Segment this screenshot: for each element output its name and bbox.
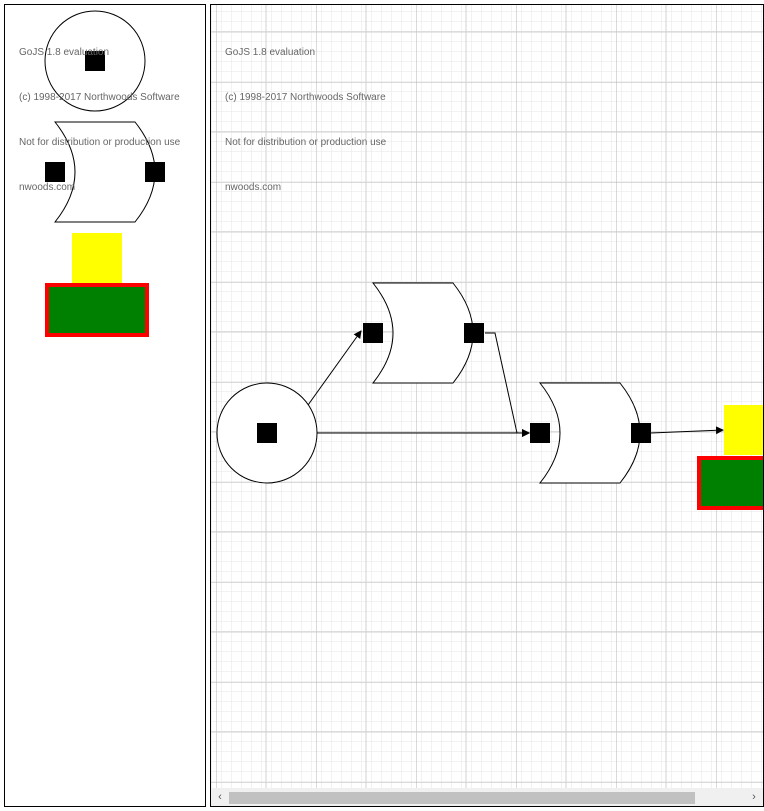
gate-shape <box>371 282 474 384</box>
yellow-block <box>724 405 763 455</box>
gate-shape <box>538 382 641 484</box>
yellow-block <box>72 233 122 283</box>
palette-output-node[interactable] <box>45 233 149 337</box>
scroll-left-icon[interactable]: ‹ <box>218 791 222 803</box>
palette-panel[interactable]: GoJS 1.8 evaluation (c) 1998-2017 Northw… <box>4 4 206 807</box>
output-port[interactable] <box>464 323 484 343</box>
output-port[interactable] <box>145 162 165 182</box>
green-block <box>697 456 763 510</box>
link-gate2-to-output[interactable] <box>650 426 724 435</box>
diagram-canvas <box>211 5 764 790</box>
diagram-gate-node-2[interactable] <box>530 382 651 484</box>
palette-gate-node[interactable] <box>45 121 165 223</box>
links <box>287 330 724 437</box>
horizontal-scrollbar[interactable]: ‹ › <box>211 788 763 806</box>
scroll-right-icon[interactable]: › <box>752 791 756 803</box>
diagram-output-node[interactable] <box>697 405 764 510</box>
input-port[interactable] <box>45 162 65 182</box>
output-port[interactable] <box>631 423 651 443</box>
palette-circle-node[interactable] <box>44 10 146 112</box>
diagram-gate-node-1[interactable] <box>363 282 484 384</box>
scrollbar-thumb[interactable] <box>229 792 695 804</box>
green-block <box>45 283 149 337</box>
link-gate1-to-gate2[interactable] <box>485 332 530 437</box>
grid-background <box>211 5 763 790</box>
diagram-panel[interactable]: GoJS 1.8 evaluation (c) 1998-2017 Northw… <box>210 4 764 807</box>
output-port[interactable] <box>257 423 277 443</box>
gate-shape <box>53 121 156 223</box>
diagram-circle-node[interactable] <box>216 382 318 484</box>
input-port[interactable] <box>530 423 550 443</box>
input-port[interactable] <box>363 323 383 343</box>
output-port[interactable] <box>85 51 105 71</box>
palette-canvas <box>44 10 165 337</box>
